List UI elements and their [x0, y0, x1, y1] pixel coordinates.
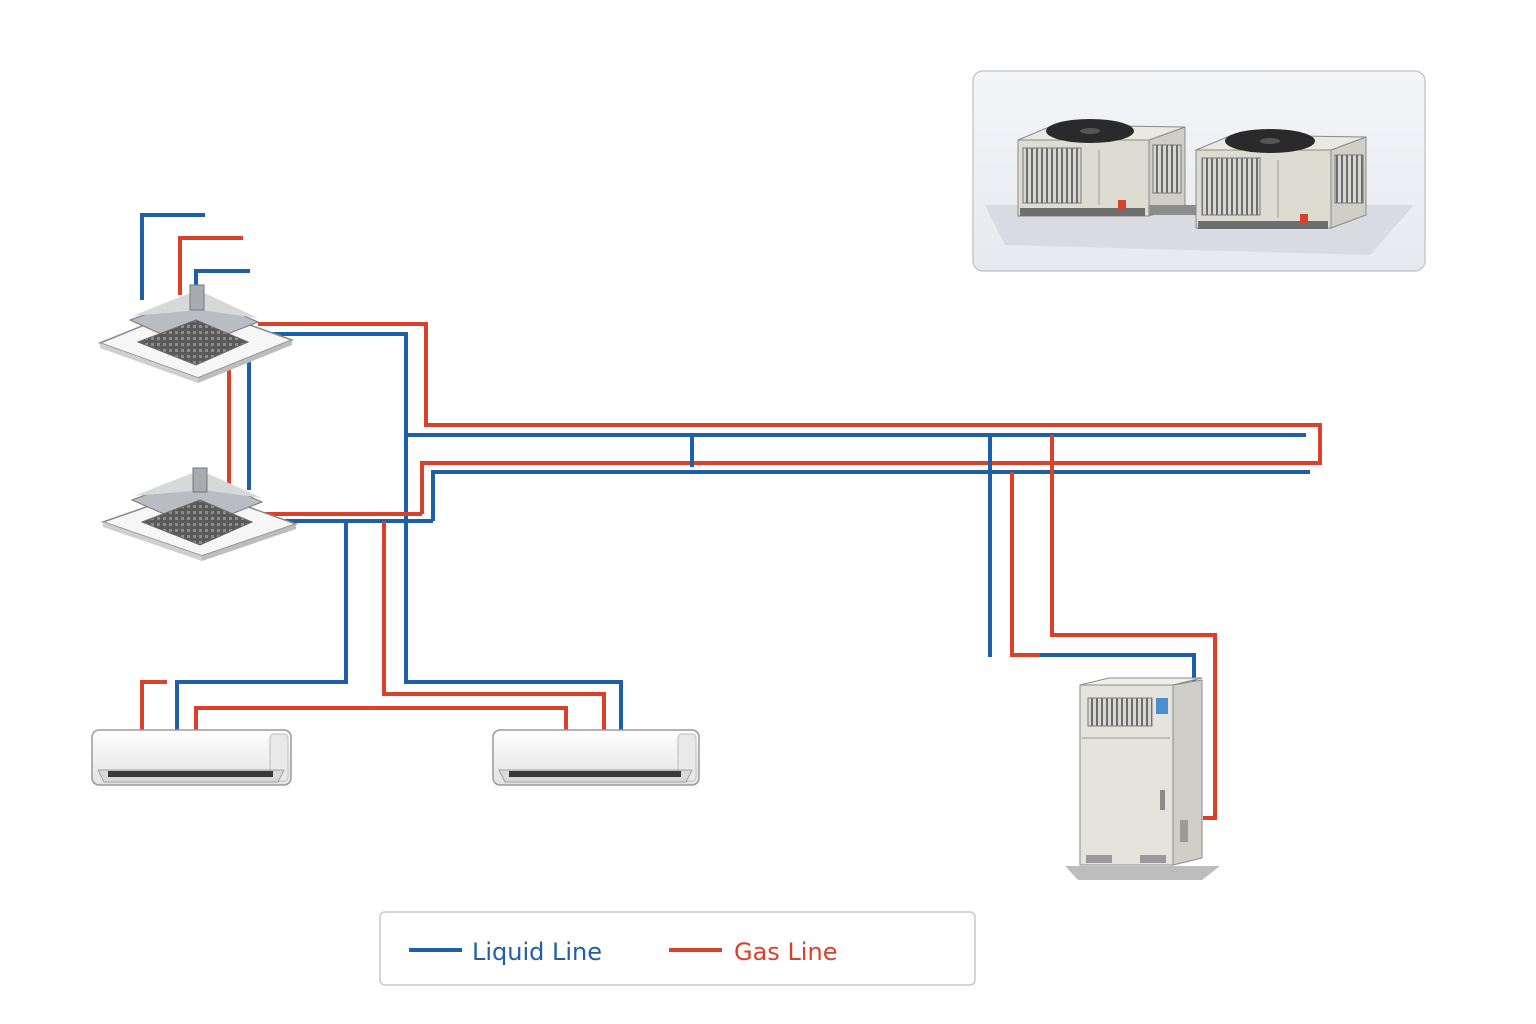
condensing-unit-1: [1017, 119, 1186, 217]
legend-gas-label: Gas Line: [734, 938, 837, 966]
wall-split-1: [91, 729, 292, 786]
gas-to-walls: [382, 521, 606, 731]
legend-liquid-label: Liquid Line: [472, 938, 602, 966]
liquid-from-cassette-1: [258, 332, 623, 731]
gas-wall-link: [194, 706, 568, 731]
gas-to-floor-inner: [1010, 472, 1040, 657]
floor-standing-unit: [1065, 677, 1220, 880]
gas-stub-top: [178, 236, 243, 295]
outdoor-units-panel: [972, 70, 1426, 272]
gas-from-cassette-1: [258, 322, 1322, 514]
wall-split-2: [492, 729, 700, 786]
ceiling-cassette-1: [97, 284, 295, 383]
liquid-stub-top: [140, 213, 205, 300]
legend: Liquid Line Gas Line: [379, 911, 976, 986]
gas-to-floor-outer: [1050, 435, 1217, 820]
liquid-to-wall-1: [175, 521, 348, 730]
gas-to-wall-1-stub: [140, 680, 167, 730]
liquid-main-lower: [431, 470, 1310, 521]
liquid-to-floor: [1040, 653, 1196, 683]
piping-group: [140, 213, 1322, 820]
liquid-stub-top-2: [194, 269, 250, 290]
ceiling-cassette-2: [100, 467, 299, 561]
condensing-unit-2: [1195, 129, 1367, 229]
